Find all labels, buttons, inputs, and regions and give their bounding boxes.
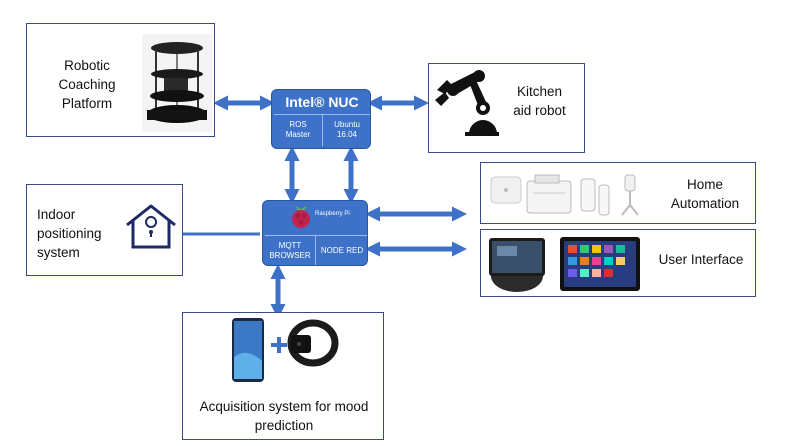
robot-arm-icon: [435, 70, 499, 136]
intel-nuc-hub: Intel® NUC ROS Master Ubuntu 16.04: [271, 89, 371, 149]
mqtt-browser-label: MQTT BROWSER: [269, 241, 311, 260]
acquisition-box: Acquisition system for mood prediction: [182, 312, 384, 440]
robotic-coaching-box: Robotic Coaching Platform: [26, 23, 215, 137]
node-red-label: NODE RED: [320, 246, 364, 255]
ros-master-label: ROS Master: [285, 120, 311, 139]
intel-nuc-title: Intel® NUC: [285, 94, 359, 110]
tablet-icon: [560, 237, 640, 291]
indoor-positioning-label: Indoor positioning system: [37, 207, 102, 260]
smart-display-icon: [489, 238, 545, 292]
raspberry-icon: [292, 205, 310, 228]
wristband-icon: [287, 319, 339, 367]
robot-platform-icon: [142, 34, 212, 132]
raspberry-logo-text: Raspberry Pi: [315, 211, 350, 217]
indoor-positioning-box: Indoor positioning system: [26, 184, 183, 276]
home-automation-label: Home Automation: [670, 177, 740, 211]
home-location-icon: [126, 204, 176, 249]
kitchen-robot-box: Kitchen aid robot: [428, 63, 585, 153]
kitchen-robot-label: Kitchen aid robot: [513, 84, 566, 118]
ubuntu-label: Ubuntu 16.04: [334, 120, 360, 139]
user-interface-label: User Interface: [658, 252, 744, 267]
sensors-icon: [490, 174, 639, 216]
acquisition-label: Acquisition system for mood prediction: [199, 399, 369, 433]
user-interface-box: User Interface: [480, 229, 756, 297]
plus-icon: [271, 337, 287, 353]
raspberry-hub: Raspberry Pi MQTT BROWSER NODE RED: [262, 200, 368, 266]
smartphone-icon: [232, 318, 264, 382]
robotic-coaching-label: Robotic Coaching Platform: [58, 58, 116, 111]
home-automation-box: Home Automation: [480, 162, 756, 224]
